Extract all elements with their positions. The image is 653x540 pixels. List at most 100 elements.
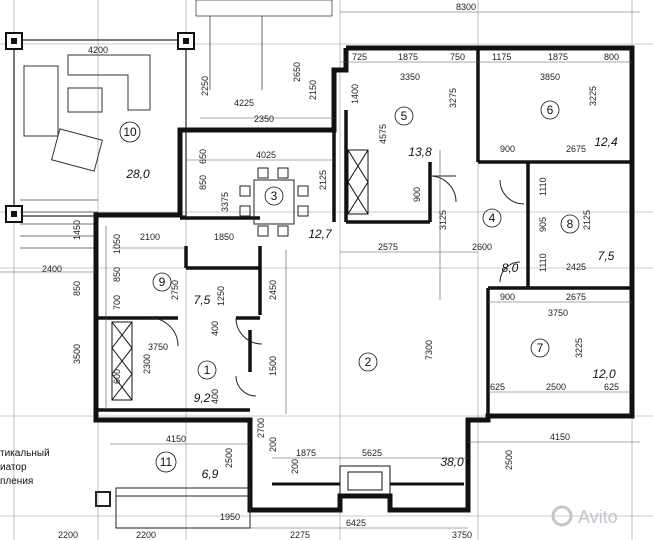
dim-label: 4575 — [378, 124, 388, 144]
dim-label: 4200 — [88, 45, 108, 55]
dim-label: 2500 — [504, 450, 514, 470]
dim-label: 700 — [112, 295, 122, 310]
dim-label: 850 — [112, 267, 122, 282]
dim-label: 850 — [198, 175, 208, 190]
dim-label: 3750 — [452, 530, 472, 540]
interior-walls — [96, 48, 632, 416]
dim-label: 1875 — [548, 52, 568, 62]
dim-label: 725 — [352, 52, 367, 62]
top-strip — [195, 0, 333, 90]
dining-table — [239, 167, 309, 237]
dimension-labels: 8300 725 1875 750 1175 1875 800 3350 385… — [42, 2, 619, 540]
room-number: 10 — [123, 125, 137, 139]
room-number: 5 — [401, 109, 408, 123]
dim-label: 600 — [112, 369, 122, 384]
dim-label: 1250 — [216, 286, 226, 306]
dim-label: 625 — [604, 382, 619, 392]
room-area: 6,9 — [202, 467, 219, 481]
dim-label: 2575 — [378, 242, 398, 252]
dim-label: 1400 — [350, 84, 360, 104]
room-number: 8 — [567, 217, 574, 231]
dim-label: 2400 — [42, 264, 62, 274]
dim-label: 3225 — [574, 338, 584, 358]
room-number: 9 — [159, 275, 166, 289]
dim-label: 2450 — [268, 280, 278, 300]
dim-label: 2100 — [140, 232, 160, 242]
dim-label: 2200 — [136, 530, 156, 540]
side-note-line: тикальный — [0, 448, 50, 459]
room-number: 7 — [537, 341, 544, 355]
dim-label: 8300 — [456, 2, 476, 12]
room-number: 6 — [547, 103, 554, 117]
dim-label: 3350 — [400, 72, 420, 82]
dim-label: 4225 — [234, 98, 254, 108]
room-number: 11 — [160, 455, 173, 469]
dim-label: 2675 — [566, 144, 586, 154]
built-in-furniture — [111, 149, 464, 497]
dim-label: 2300 — [142, 354, 152, 374]
dim-label: 900 — [500, 292, 515, 302]
dim-label: 1110 — [538, 253, 548, 272]
dim-label: 2425 — [566, 262, 586, 272]
dim-label: 400 — [210, 389, 220, 404]
dim-label: 2250 — [200, 76, 210, 96]
dim-label: 2125 — [318, 170, 328, 190]
room-area: 12,0 — [592, 367, 616, 381]
dim-label: 2275 — [290, 530, 310, 540]
dim-label: 625 — [490, 382, 505, 392]
doors — [149, 175, 525, 397]
dim-label: 2750 — [170, 280, 180, 300]
dim-label: 3500 — [72, 344, 82, 364]
dim-label: 2600 — [472, 242, 492, 252]
room-area: 28,0 — [125, 167, 150, 181]
dim-label: 1875 — [398, 52, 418, 62]
dim-label: 2200 — [58, 530, 78, 540]
dim-label: 2500 — [224, 448, 234, 468]
dim-label: 850 — [72, 281, 82, 296]
dim-label: 800 — [604, 52, 619, 62]
room-number: 2 — [365, 355, 372, 369]
room-area: 9,2 — [194, 391, 211, 405]
dim-label: 905 — [538, 217, 548, 232]
dim-label: 3125 — [438, 210, 448, 230]
dim-label: 4025 — [256, 150, 276, 160]
dim-label: 1875 — [296, 448, 316, 458]
watermark-text: Avito — [578, 507, 618, 527]
dim-label: 2500 — [546, 382, 566, 392]
dim-label: 400 — [210, 321, 220, 336]
room-number: 1 — [204, 363, 211, 377]
dim-label: 1110 — [538, 177, 548, 196]
dim-label: 3750 — [548, 308, 568, 318]
dim-label: 3275 — [448, 88, 458, 108]
side-note: тикальный иатор пления — [0, 448, 50, 487]
dim-label: 1850 — [214, 232, 234, 242]
side-note-line: пления — [0, 476, 33, 487]
room-number: 4 — [489, 211, 496, 225]
porch — [95, 487, 251, 529]
dim-label: 5625 — [362, 448, 382, 458]
dim-label: 2700 — [256, 418, 266, 438]
dim-label: 7300 — [424, 340, 434, 360]
watermark: Avito — [551, 505, 618, 527]
dim-label: 2125 — [582, 210, 592, 230]
dim-label: 3850 — [540, 72, 560, 82]
dim-label: 2650 — [292, 62, 302, 82]
room-area: 13,8 — [408, 145, 432, 159]
room-number: 3 — [271, 189, 278, 203]
exterior-walls — [93, 45, 635, 513]
dim-label: 6425 — [346, 518, 366, 528]
dim-label: 900 — [412, 187, 422, 202]
dim-label: 750 — [450, 52, 465, 62]
room-area: 7,5 — [194, 293, 211, 307]
dim-label: 650 — [198, 149, 208, 164]
dimension-lines — [0, 11, 640, 529]
dim-label: 200 — [290, 459, 300, 474]
dim-label: 3750 — [148, 342, 168, 352]
dim-label: 200 — [268, 437, 278, 452]
dim-label: 1500 — [268, 356, 278, 376]
dim-label: 900 — [500, 144, 515, 154]
side-note-line: иатор — [0, 462, 27, 473]
room-area: 8,0 — [502, 261, 519, 275]
